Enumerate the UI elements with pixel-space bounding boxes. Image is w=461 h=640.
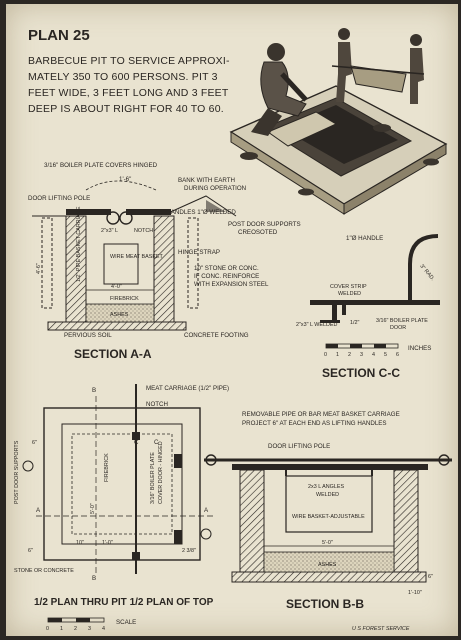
plan-mark-c-right: C	[154, 439, 159, 446]
plan-post-label: POST DOOR SUPPORTS	[14, 440, 20, 504]
plan-dim-1: 1'-0"	[102, 540, 113, 546]
workers-illustration	[229, 28, 448, 215]
width-top-label: 1'-6"	[119, 176, 131, 183]
stone-label-1: 10" STONE OR CONC.	[194, 265, 259, 272]
bb-angles: 2x3 L ANGLES	[308, 484, 344, 490]
intro-line-4: DEEP IS ABOUT RIGHT FOR 40 TO 60.	[28, 103, 224, 115]
bb-basket: WIRE BASKET-ADJUSTABLE	[292, 514, 365, 520]
cc-tick-4: 4	[372, 352, 375, 358]
section-aa-title: SECTION A-A	[74, 347, 152, 361]
stone-label-3: WITH EXPANSION STEEL	[194, 281, 269, 288]
section-cc: 1"Ø HANDLE 3" RAD. COVER STRIP WELDED 2"…	[296, 234, 440, 380]
plan-dim-23: 2 3/8"	[182, 548, 196, 554]
bb-note-1: REMOVABLE PIPE OR BAR MEAT BASKET CARRIA…	[242, 411, 400, 418]
plan-tick-3: 3	[88, 626, 91, 632]
pervious-soil-label: PERVIOUS SOIL	[64, 332, 112, 339]
firebrick-label: FIREBRICK	[110, 296, 139, 302]
footing-label: CONCRETE FOOTING	[184, 332, 249, 339]
plan-dim-5: 5'-0"	[90, 503, 96, 514]
plan-mark-c-left: C	[134, 439, 139, 446]
cc-tick-2: 2	[348, 352, 351, 358]
cc-cover-strip-label: COVER STRIP	[330, 284, 367, 290]
plan-mark-b-bottom: B	[92, 575, 96, 582]
bb-welded: WELDED	[316, 492, 339, 498]
plan-tick-0: 0	[46, 626, 49, 632]
bb-dim-110: 1'-10"	[408, 590, 422, 596]
cc-tick-3: 3	[360, 352, 363, 358]
bb-note-2: PROJECT 6" AT EACH END AS LIFTING HANDLE…	[242, 420, 387, 427]
cc-handle-label: 1"Ø HANDLE	[346, 235, 383, 242]
cc-tick-6: 6	[396, 352, 399, 358]
section-bb-title: SECTION B-B	[286, 597, 364, 611]
plan-tick-2: 2	[74, 626, 77, 632]
plan-title: PLAN 25	[28, 27, 90, 44]
cc-tick-1: 1	[336, 352, 339, 358]
wire-basket-label: WIRE MEAT BASKET	[110, 254, 164, 260]
plan-notch-label: NOTCH	[146, 401, 168, 408]
bb-door-pole: DOOR LIFTING POLE	[268, 443, 330, 450]
intro-line-3: FEET WIDE, 3 FEET LONG AND 3 FEET	[28, 87, 229, 99]
plan-view: MEAT CARRIAGE (1/2" PIPE) NOTCH B B FIRE…	[14, 384, 229, 632]
plan-dim-10: 10"	[76, 540, 84, 546]
creosoted-label: CREOSOTED	[238, 229, 278, 236]
cc-scale-unit: INCHES	[408, 345, 431, 352]
section-bb: REMOVABLE PIPE OR BAR MEAT BASKET CARRIA…	[204, 411, 452, 611]
angle-label: 2"x3" L	[101, 228, 118, 234]
hinge-strap-label: HINGE STRAP	[178, 249, 220, 256]
notch-label: NOTCH	[134, 228, 153, 234]
section-aa: 3/16" BOILER PLATE COVERS HINGED 1'-6" B…	[28, 162, 301, 361]
plan-caption: 1/2 PLAN THRU PIT 1/2 PLAN OF TOP	[34, 597, 214, 608]
bb-ashes: ASHES	[318, 562, 337, 568]
plan-firebrick-label: FIREBRICK	[104, 453, 110, 482]
bb-dim-6: 6"	[428, 574, 433, 580]
door-handles-label: DOOR HANDLES 1"Ø WELDED	[146, 209, 236, 216]
bank-label: BANK WITH EARTH	[178, 177, 235, 184]
plan-dim-6b: 6"	[28, 548, 33, 554]
ashes-label: ASHES	[110, 312, 129, 318]
width-label: 4'-0"	[111, 284, 122, 290]
cc-door-label-2: DOOR	[390, 325, 406, 331]
cc-welded-label: WELDED	[338, 291, 361, 297]
depth-label: 4'-6"	[36, 263, 42, 274]
cc-tick-0: 0	[324, 352, 327, 358]
pipe-carriage-label: 1/2" PIPE BASKET CARRIAGE	[76, 206, 82, 282]
plan-tick-4: 4	[102, 626, 105, 632]
plan-tick-1: 1	[60, 626, 63, 632]
cc-half-label: 1/2"	[350, 320, 359, 326]
credit-label: U S FOREST SERVICE	[352, 626, 410, 632]
plan-stone-label: STONE OR CONCRETE	[14, 568, 74, 574]
cc-tick-5: 5	[384, 352, 387, 358]
plan-dim-6a: 6"	[32, 440, 37, 446]
intro-line-1: BARBECUE PIT TO SERVICE APPROXI-	[28, 55, 230, 67]
bb-dim-5: 5'-0"	[322, 540, 333, 546]
plan-drawing: PLAN 25 BARBECUE PIT TO SERVICE APPROXI-…	[14, 27, 452, 632]
cc-rad-label: 3" RAD.	[418, 263, 435, 282]
blueprint-page: PLAN 25 BARBECUE PIT TO SERVICE APPROXI-…	[6, 4, 458, 636]
post-supports-label: POST DOOR SUPPORTS	[228, 221, 301, 228]
stone-label-2: IF CONC. REINFORCE	[194, 273, 259, 280]
intro-line-2: MATELY 350 TO 600 PERSONS. PIT 3	[28, 71, 218, 83]
plan-scale-unit: SCALE	[116, 619, 136, 626]
door-pole-label: DOOR LIFTING POLE	[28, 195, 90, 202]
during-op-label: DURING OPERATION	[184, 185, 246, 192]
plan-mark-b-top: B	[92, 387, 96, 394]
plan-mark-a-right: A	[204, 507, 209, 514]
cc-door-label: 3/16" BOILER PLATE	[376, 318, 428, 324]
section-cc-title: SECTION C-C	[322, 366, 400, 380]
cc-angle-label: 2"x3" L WELDED	[296, 322, 337, 328]
plan-boiler-label: 3/16" BOILER PLATE	[150, 452, 156, 504]
plan-cover-label: COVER DOOR - HINGED	[158, 441, 164, 504]
plan-mark-a-left: A	[36, 507, 41, 514]
meat-carriage-label: MEAT CARRIAGE (1/2" PIPE)	[146, 385, 229, 392]
boiler-cover-label: 3/16" BOILER PLATE COVERS HINGED	[44, 162, 158, 169]
